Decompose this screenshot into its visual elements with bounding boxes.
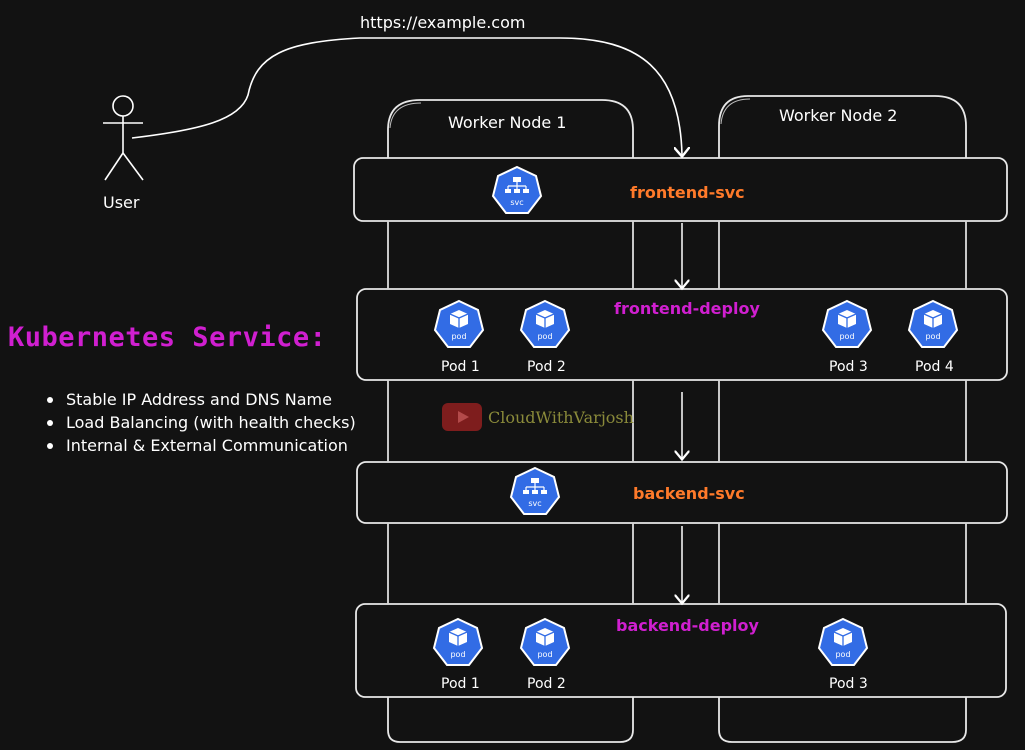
worker-node-2-label: Worker Node 2 [779, 106, 898, 125]
svg-text:pod: pod [835, 650, 850, 659]
user-request-arrow [131, 37, 682, 155]
watermark: CloudWithVarjosh [442, 403, 634, 431]
backend-deploy-label: backend-deploy [616, 616, 759, 635]
svg-text:pod: pod [537, 650, 552, 659]
frontend-service-icon: svc [491, 165, 543, 214]
feature-item: Stable IP Address and DNS Name [45, 388, 356, 411]
kubernetes-service-title: Kubernetes Service: [8, 322, 327, 353]
backend-pod-2-label: Pod 2 [527, 676, 566, 692]
svg-text:pod: pod [839, 332, 854, 341]
frontend-deploy-label: frontend-deploy [614, 299, 760, 318]
pod-icon: pod [519, 299, 571, 348]
svg-text:pod: pod [450, 650, 465, 659]
worker-node-2-box [718, 95, 967, 743]
backend-pod-1-label: Pod 1 [441, 676, 480, 692]
worker-node-1-box [387, 99, 634, 743]
feature-item: Load Balancing (with health checks) [45, 411, 356, 434]
pod-icon: pod [433, 299, 485, 348]
frontend-pod-4-label: Pod 4 [915, 359, 954, 375]
backend-service-icon: svc [509, 466, 561, 515]
svg-text:pod: pod [537, 332, 552, 341]
frontend-pod-3-label: Pod 3 [829, 359, 868, 375]
request-url: https://example.com [360, 13, 526, 32]
worker-node-1-label: Worker Node 1 [448, 113, 567, 132]
watermark-text: CloudWithVarjosh [488, 407, 634, 427]
pod-icon: pod [817, 617, 869, 666]
frontend-pod-2-label: Pod 2 [527, 359, 566, 375]
backend-svc-label: backend-svc [633, 484, 745, 503]
pod-icon: pod [821, 299, 873, 348]
frontend-svc-label: frontend-svc [630, 183, 745, 202]
svg-text:svc: svc [528, 499, 541, 508]
user-label: User [103, 193, 140, 212]
youtube-play-icon [442, 403, 482, 431]
pod-icon: pod [519, 617, 571, 666]
feature-item: Internal & External Communication [45, 434, 356, 457]
backend-pod-3-label: Pod 3 [829, 676, 868, 692]
pod-icon: pod [432, 617, 484, 666]
svg-text:pod: pod [451, 332, 466, 341]
svg-text:pod: pod [925, 332, 940, 341]
pod-icon: pod [907, 299, 959, 348]
frontend-pod-1-label: Pod 1 [441, 359, 480, 375]
feature-list: Stable IP Address and DNS Name Load Bala… [45, 388, 356, 457]
svg-text:svc: svc [510, 198, 523, 207]
user-figure [103, 95, 144, 181]
